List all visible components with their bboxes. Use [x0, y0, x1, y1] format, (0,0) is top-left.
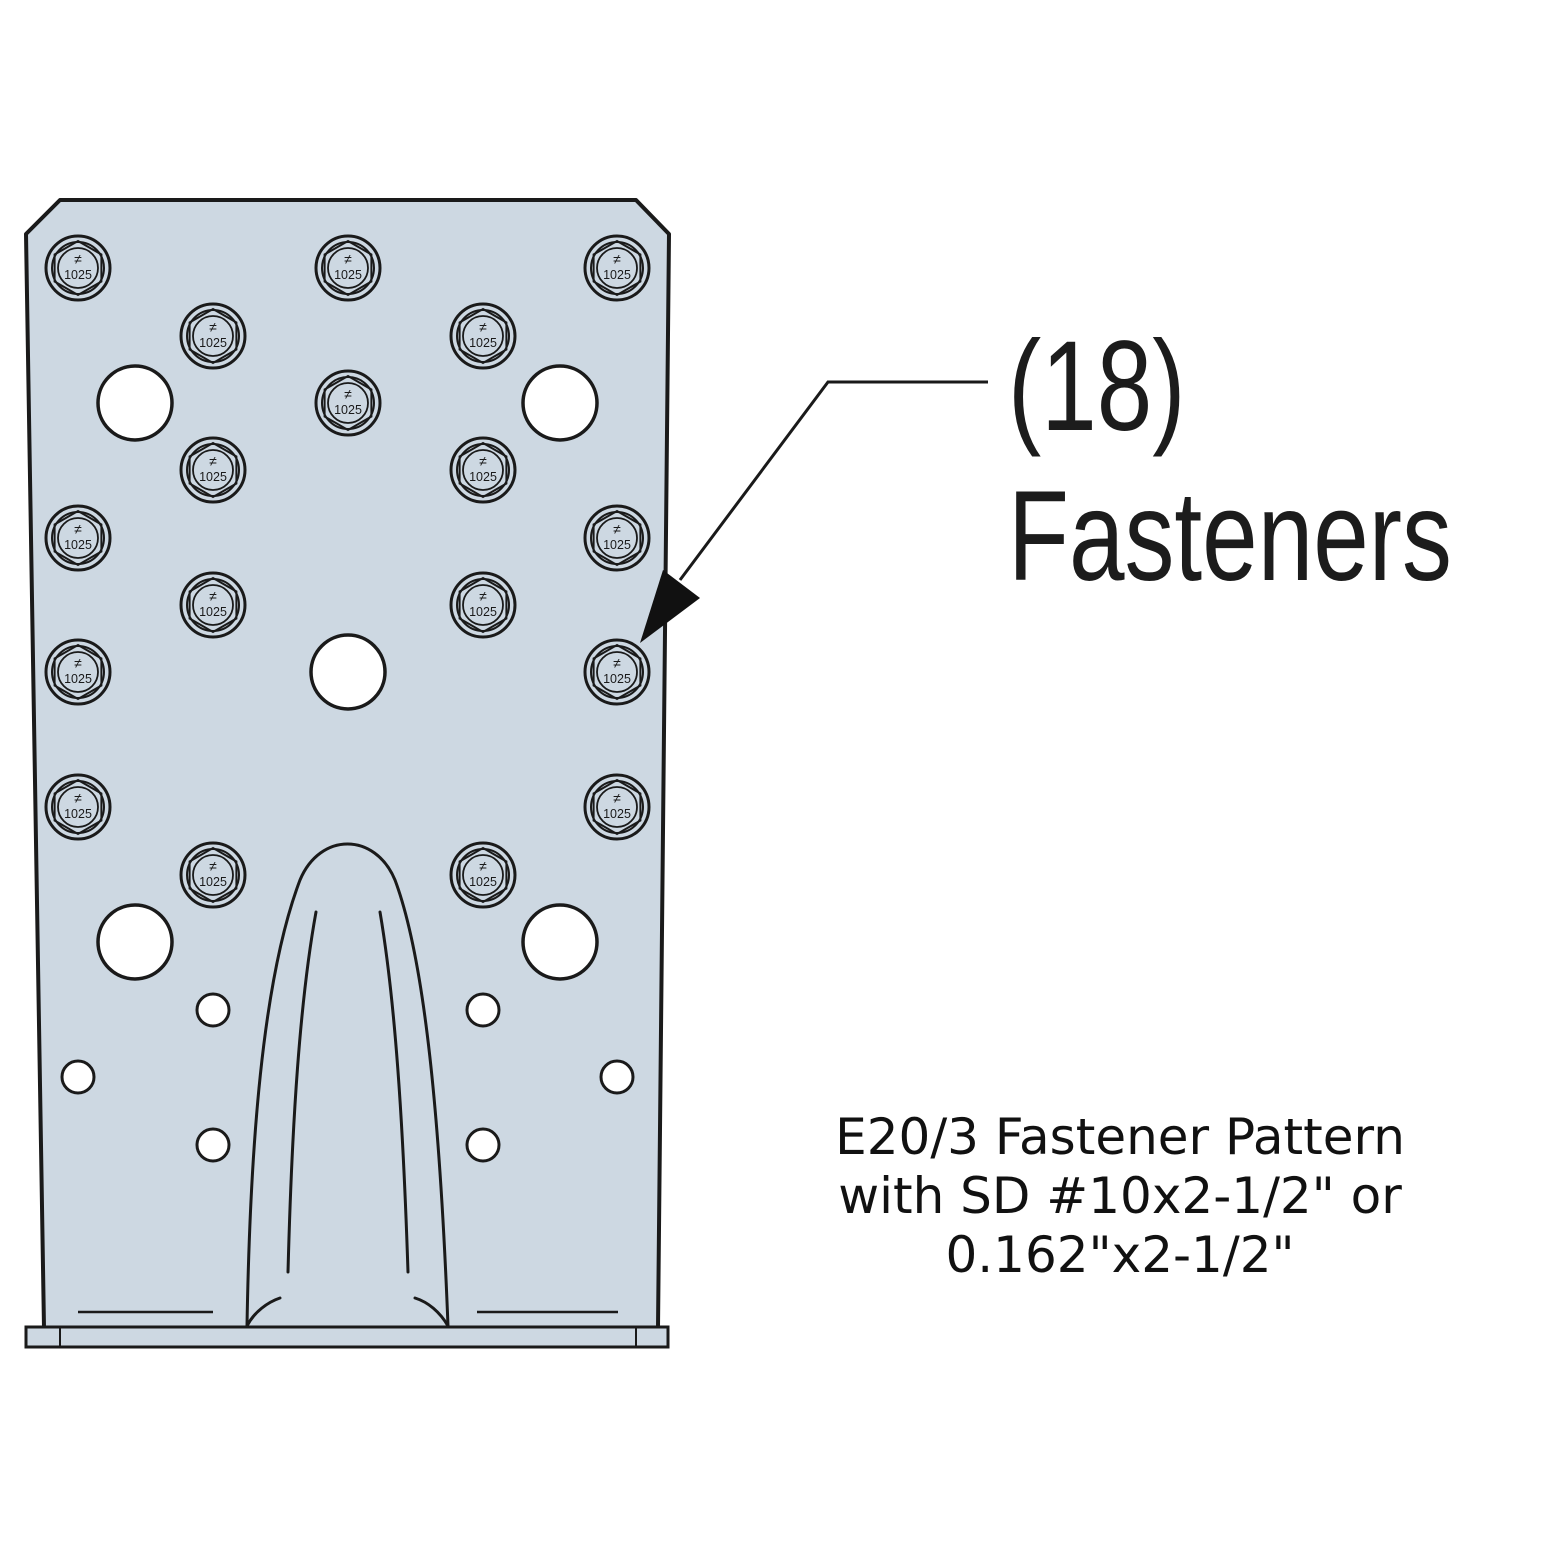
screw-head-mark: ≠: [613, 521, 621, 537]
screw-head-number: 1025: [469, 605, 497, 619]
callout-leader: [640, 380, 988, 643]
fastener-count-callout: (18) Fasteners: [1008, 312, 1452, 612]
screw-head-mark: ≠: [344, 251, 352, 267]
screw-head-mark: ≠: [344, 386, 352, 402]
small-hole: [195, 992, 231, 1028]
screw-head-mark: ≠: [209, 588, 217, 604]
screw-head-mark: ≠: [479, 453, 487, 469]
leader-line: [678, 380, 988, 581]
fastener-screw: ≠1025: [179, 302, 247, 370]
caption-line-3: 0.162"x2-1/2": [945, 1226, 1295, 1284]
screw-head-mark: ≠: [479, 319, 487, 335]
large-hole: [96, 364, 174, 442]
fastener-screw: ≠1025: [449, 571, 517, 639]
screw-head-number: 1025: [469, 470, 497, 484]
small-hole: [465, 1127, 501, 1163]
bracket-base-strip: [24, 1325, 670, 1349]
screw-head-number: 1025: [64, 268, 92, 282]
caption-line-2: with SD #10x2-1/2" or: [838, 1167, 1402, 1225]
screw-head-number: 1025: [469, 336, 497, 350]
screw-head-number: 1025: [603, 672, 631, 686]
screw-head-number: 1025: [64, 672, 92, 686]
screw-head-mark: ≠: [74, 790, 82, 806]
screw-head-number: 1025: [199, 336, 227, 350]
screw-head-number: 1025: [603, 268, 631, 282]
fastener-screw: ≠1025: [44, 504, 112, 572]
fastener-screws: ≠1025≠1025≠1025≠1025≠1025≠1025≠1025≠1025…: [44, 234, 651, 909]
fastener-screw: ≠1025: [583, 638, 651, 706]
screw-head-number: 1025: [199, 875, 227, 889]
screw-head-mark: ≠: [209, 858, 217, 874]
stiffener-rib: [245, 842, 450, 1328]
fastener-screw: ≠1025: [44, 234, 112, 302]
fastener-screw: ≠1025: [314, 369, 382, 437]
fastener-screw: ≠1025: [449, 302, 517, 370]
screw-head-number: 1025: [603, 807, 631, 821]
screw-head-mark: ≠: [74, 655, 82, 671]
small-hole: [599, 1059, 635, 1095]
screw-head-number: 1025: [64, 807, 92, 821]
screw-head-mark: ≠: [613, 655, 621, 671]
small-hole: [195, 1127, 231, 1163]
small-hole: [465, 992, 501, 1028]
screw-head-number: 1025: [334, 268, 362, 282]
fastener-screw: ≠1025: [449, 841, 517, 909]
arrow-head-icon: [640, 570, 700, 643]
screw-head-number: 1025: [64, 538, 92, 552]
screw-head-number: 1025: [199, 605, 227, 619]
large-hole: [521, 903, 599, 981]
large-hole: [309, 633, 387, 711]
fastener-screw: ≠1025: [44, 638, 112, 706]
screw-head-mark: ≠: [209, 319, 217, 335]
screw-head-mark: ≠: [613, 790, 621, 806]
fastener-screw: ≠1025: [179, 436, 247, 504]
screw-head-mark: ≠: [74, 521, 82, 537]
fastener-screw: ≠1025: [583, 773, 651, 841]
screw-head-mark: ≠: [479, 858, 487, 874]
large-hole: [96, 903, 174, 981]
fastener-screw: ≠1025: [583, 234, 651, 302]
screw-head-number: 1025: [334, 403, 362, 417]
fastener-screw: ≠1025: [179, 571, 247, 639]
fastener-screw: ≠1025: [449, 436, 517, 504]
fastener-screw: ≠1025: [179, 841, 247, 909]
screw-head-number: 1025: [603, 538, 631, 552]
diagram-caption: E20/3 Fastener Pattern with SD #10x2-1/2…: [760, 1108, 1480, 1285]
callout-label: Fasteners: [1008, 465, 1452, 608]
screw-head-mark: ≠: [479, 588, 487, 604]
fastener-screw: ≠1025: [44, 773, 112, 841]
fastener-screw: ≠1025: [583, 504, 651, 572]
screw-head-mark: ≠: [613, 251, 621, 267]
caption-line-1: E20/3 Fastener Pattern: [835, 1108, 1405, 1166]
screw-head-mark: ≠: [74, 251, 82, 267]
callout-count: (18): [1008, 315, 1186, 458]
screw-head-mark: ≠: [209, 453, 217, 469]
small-holes: [60, 992, 635, 1163]
screw-head-number: 1025: [199, 470, 227, 484]
large-hole: [521, 364, 599, 442]
small-hole: [60, 1059, 96, 1095]
fastener-screw: ≠1025: [314, 234, 382, 302]
screw-head-number: 1025: [469, 875, 497, 889]
large-holes: [96, 364, 599, 981]
